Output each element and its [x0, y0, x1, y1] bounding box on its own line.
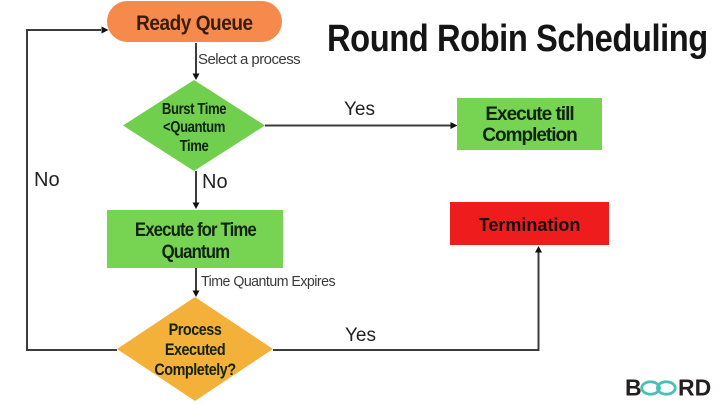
svg-text:B: B	[625, 377, 642, 401]
svg-text:RD: RD	[678, 377, 711, 401]
